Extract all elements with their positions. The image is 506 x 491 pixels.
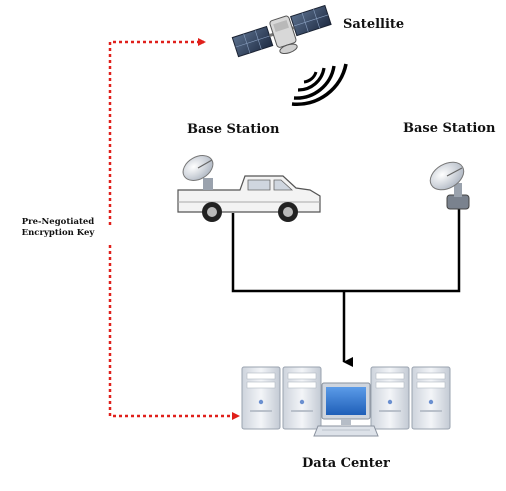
data-path [231, 205, 461, 367]
fixed-satellite-dish-icon [429, 161, 470, 210]
encryption-key-path [108, 38, 240, 420]
server-tower-icon [411, 366, 451, 430]
fixed-station-link [344, 205, 461, 293]
encryption-key-line1: Pre-Negotiated [21, 217, 95, 227]
truck-station-link [231, 213, 344, 293]
server-tower-icon [370, 366, 410, 430]
computer-monitor-icon [313, 382, 379, 437]
pickup-truck-with-dish-icon [177, 155, 321, 222]
base-station-truck-label: Base Station [187, 122, 280, 137]
signal-waves-icon [291, 63, 348, 107]
data-center-group [241, 366, 451, 437]
satellite-icon [231, 4, 332, 58]
encryption-key-label: Pre-Negotiated Encryption Key [13, 217, 103, 239]
encryption-key-lower-arrow [108, 245, 240, 420]
base-station-fixed-label: Base Station [403, 121, 496, 136]
server-tower-icon [282, 366, 322, 430]
satellite-label: Satellite [343, 17, 405, 32]
encryption-key-upper-arrow [108, 38, 206, 225]
encryption-key-line2: Encryption Key [21, 228, 95, 238]
data-center-label: Data Center [302, 456, 390, 471]
server-tower-icon [241, 366, 281, 430]
